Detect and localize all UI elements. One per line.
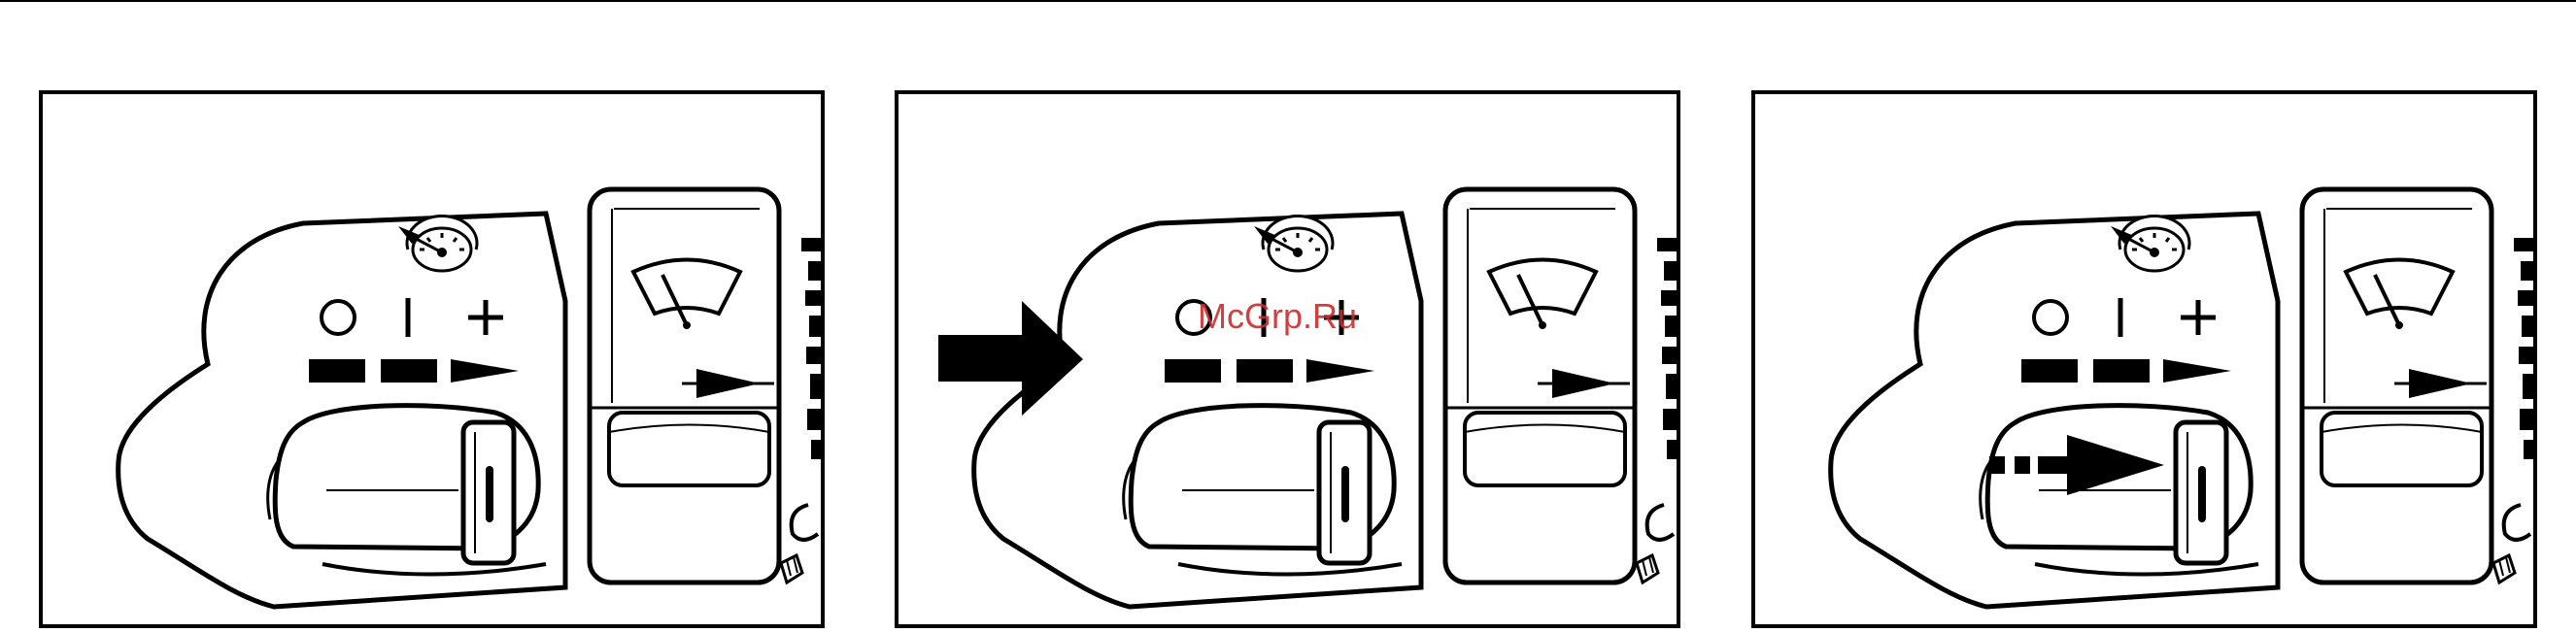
switch-unit-3: [1831, 189, 2545, 607]
watermark-text: McGrp.Ru: [1198, 296, 1357, 336]
panel-3: [1753, 92, 2545, 626]
panel-1: [41, 92, 832, 626]
switch-unit-1: [119, 189, 832, 607]
switch-unit-2: [974, 189, 1688, 607]
panel-2: [897, 92, 1688, 626]
